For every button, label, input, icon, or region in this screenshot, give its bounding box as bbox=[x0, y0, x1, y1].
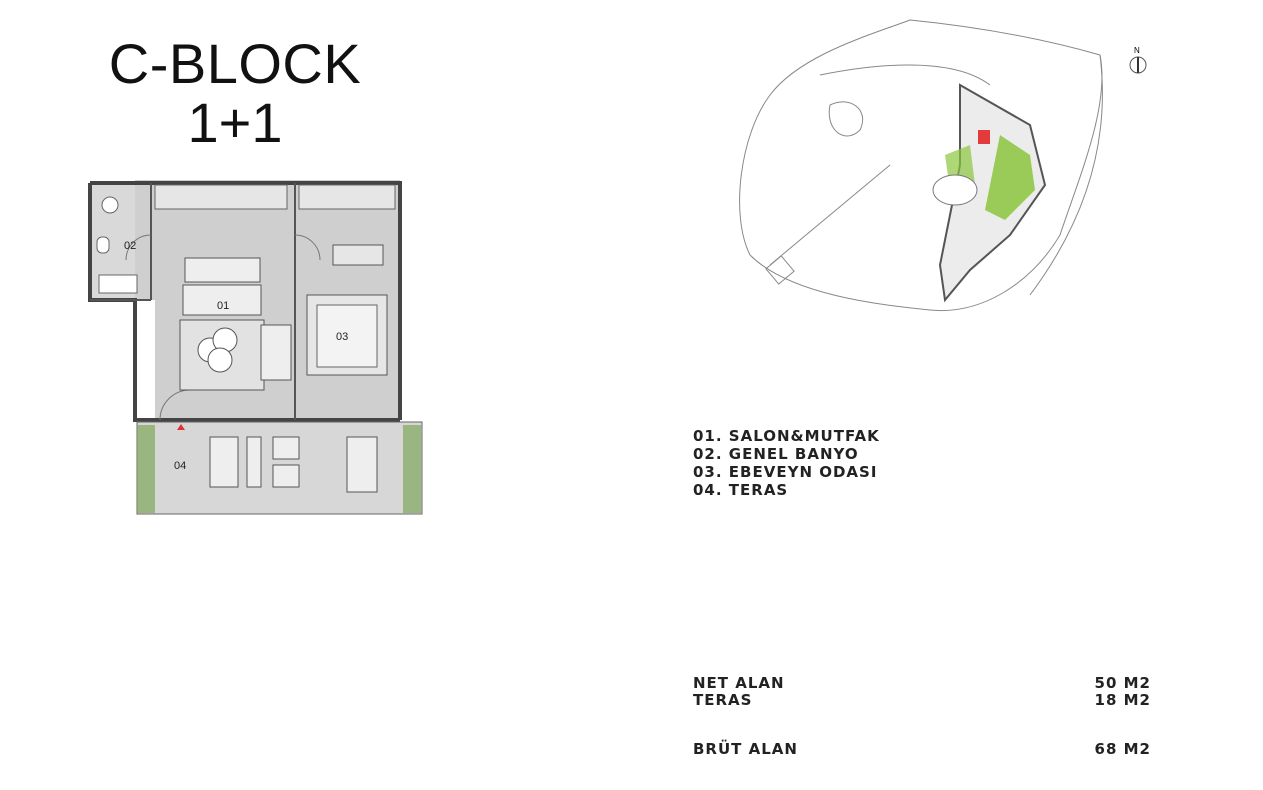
room-02-label: 02 bbox=[124, 240, 136, 252]
room-legend: 01. SALON&MUTFAK 02. GENEL BANYO 03. EBE… bbox=[693, 427, 880, 499]
gross-area-value: 68 M2 bbox=[1094, 740, 1151, 758]
net-area-value: 50 M2 bbox=[1094, 674, 1151, 692]
floor-plan: 02 01 03 04 bbox=[88, 180, 423, 515]
legend-item: 01. SALON&MUTFAK bbox=[693, 427, 880, 445]
terrace-area-value: 18 M2 bbox=[1094, 691, 1151, 709]
room-04-label: 04 bbox=[174, 460, 186, 472]
room-01-label: 01 bbox=[217, 300, 229, 312]
block-title: C-BLOCK bbox=[108, 32, 362, 95]
room-03-label: 03 bbox=[336, 331, 348, 343]
gross-area-row: BRÜT ALAN 68 M2 bbox=[693, 740, 1151, 758]
terrace-area-label: TERAS bbox=[693, 691, 753, 709]
highlighted-unit-marker bbox=[978, 130, 990, 144]
site-plan: N bbox=[739, 19, 1147, 312]
legend-item: 04. TERAS bbox=[693, 481, 789, 499]
legend-item: 02. GENEL BANYO bbox=[693, 445, 859, 463]
net-area-label: NET ALAN bbox=[693, 674, 785, 692]
legend-item: 03. EBEVEYN ODASI bbox=[693, 463, 878, 481]
unit-type: 1+1 bbox=[187, 91, 283, 154]
net-area-row: NET ALAN 50 M2 bbox=[693, 674, 1151, 692]
terrace-area-row: TERAS 18 M2 bbox=[693, 691, 1151, 709]
svg-text:N: N bbox=[1134, 46, 1140, 55]
north-arrow-icon: N bbox=[1129, 46, 1147, 74]
gross-area-label: BRÜT ALAN bbox=[693, 740, 798, 758]
